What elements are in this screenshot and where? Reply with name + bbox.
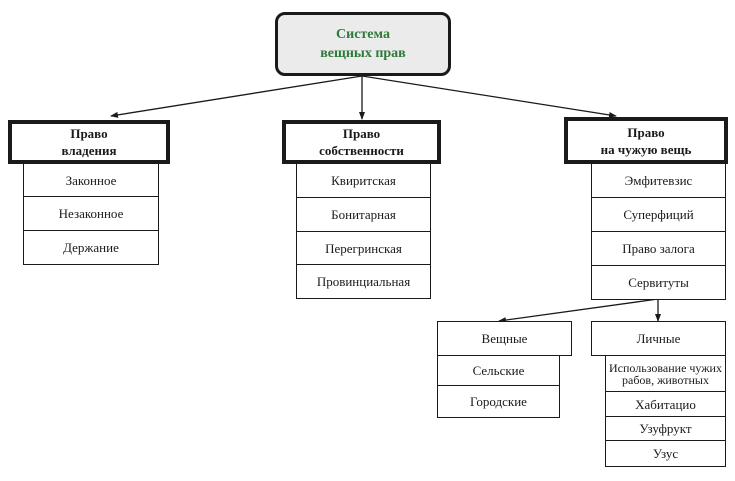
sub-title: Вещные bbox=[481, 330, 528, 346]
sub-title: Личные bbox=[636, 330, 681, 346]
branch-title: Право владения bbox=[61, 126, 117, 158]
item-label: Хабитацио bbox=[635, 396, 696, 412]
list-item: Сельские bbox=[437, 355, 560, 386]
item-label: Эмфитевзис bbox=[624, 173, 693, 188]
branch-possession-header: Право владения bbox=[8, 120, 170, 164]
branch-ownership-header: Право собственности bbox=[282, 120, 441, 164]
item-label: Бонитарная bbox=[331, 207, 396, 222]
item-label: Узус bbox=[652, 446, 679, 461]
item-label: Законное bbox=[65, 172, 117, 188]
servitudes-personal-header: Личные bbox=[591, 321, 726, 356]
list-item: Законное bbox=[23, 163, 159, 197]
list-item: Суперфиций bbox=[591, 197, 726, 232]
root-node: Система вещных прав bbox=[275, 12, 451, 76]
item-label: Квиритская bbox=[331, 173, 396, 188]
list-item: Незаконное bbox=[23, 196, 159, 231]
item-label: Суперфиций bbox=[623, 207, 694, 222]
list-item: Узус bbox=[605, 440, 726, 467]
list-item: Бонитарная bbox=[296, 197, 431, 232]
list-item: Держание bbox=[23, 230, 159, 265]
list-item: Сервитуты bbox=[591, 265, 726, 300]
list-item: Городские bbox=[437, 385, 560, 418]
item-label: Сервитуты bbox=[628, 275, 689, 290]
item-label: Узуфрукт bbox=[639, 421, 692, 436]
list-item: Провинциальная bbox=[296, 264, 431, 299]
branch-foreign-thing-header: Право на чужую вещь bbox=[564, 117, 728, 164]
item-label: Использование чужих рабов, животных bbox=[609, 360, 722, 387]
list-item: Перегринская bbox=[296, 231, 431, 265]
item-label: Перегринская bbox=[325, 240, 402, 256]
branch-title: Право на чужую вещь bbox=[600, 124, 692, 157]
item-label: Сельские bbox=[472, 363, 525, 378]
list-item: Эмфитевзис bbox=[591, 163, 726, 198]
item-label: Провинциальная bbox=[316, 274, 411, 289]
arrow-to-real-servitudes bbox=[498, 298, 659, 324]
item-label: Держание bbox=[63, 240, 119, 255]
list-item: Хабитацио bbox=[605, 391, 726, 417]
arrow-to-possession bbox=[110, 75, 363, 118]
list-item: Узуфрукт bbox=[605, 416, 726, 441]
list-item: Квиритская bbox=[296, 163, 431, 198]
list-item: Использование чужих рабов, животных bbox=[605, 355, 726, 392]
item-label: Городские bbox=[470, 394, 527, 409]
item-label: Право залога bbox=[622, 241, 695, 256]
branch-title: Право собственности bbox=[319, 126, 404, 158]
item-label: Незаконное bbox=[58, 206, 124, 221]
root-title: Система вещных прав bbox=[320, 27, 406, 61]
servitudes-real-header: Вещные bbox=[437, 321, 572, 356]
arrow-to-foreign-thing bbox=[361, 75, 617, 118]
list-item: Право залога bbox=[591, 231, 726, 266]
